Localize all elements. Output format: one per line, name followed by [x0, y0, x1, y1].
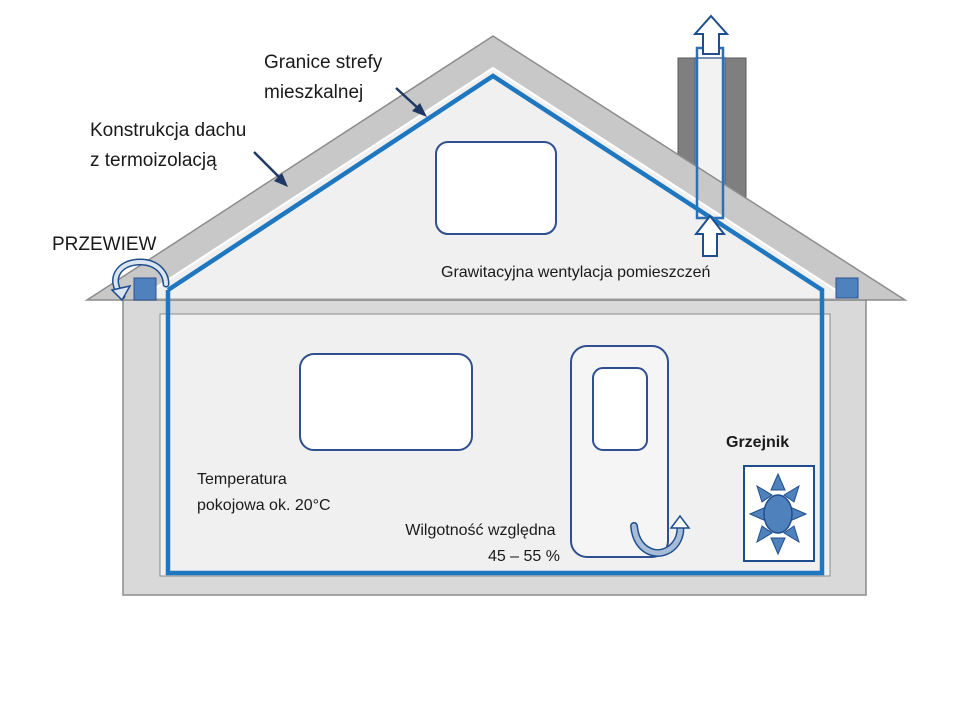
right-eave-vent: [835, 277, 859, 299]
up-arrow-icon: [693, 214, 727, 257]
radiator: [743, 465, 815, 562]
left-eave-vent: [133, 277, 157, 301]
up-arrow-icon: [692, 14, 730, 55]
humidity-label: Wilgotność względna 45 – 55 %: [405, 522, 560, 565]
roof-construction-label: Konstrukcja dachu z termoizolacją: [90, 120, 252, 171]
draught-label: PRZEWIEW: [52, 234, 157, 255]
roof-inner-edge: [139, 66, 849, 299]
attic-window: [435, 141, 557, 235]
gravity-ventilation-label: Grawitacyjna wentylacja pomieszczeń: [441, 264, 710, 281]
boundary-pointer-arrow: [395, 87, 427, 117]
living-zone-boundary-label: Granice strefy mieszkalnej: [264, 52, 388, 103]
living-room-window: [299, 353, 473, 451]
temperature-label: Temperatura pokojowa ok. 20°C: [197, 471, 331, 514]
ground-floor-interior: [159, 313, 831, 577]
door-airflow-arrow-icon: [630, 514, 691, 557]
door-window: [592, 367, 648, 451]
living-zone-boundary-line: [165, 73, 825, 576]
radiator-label: Grzejnik: [726, 434, 789, 451]
draught-arrow-icon: [110, 258, 170, 302]
roof-pointer-arrow: [253, 151, 288, 187]
radiator-sun-icon: [748, 472, 808, 556]
